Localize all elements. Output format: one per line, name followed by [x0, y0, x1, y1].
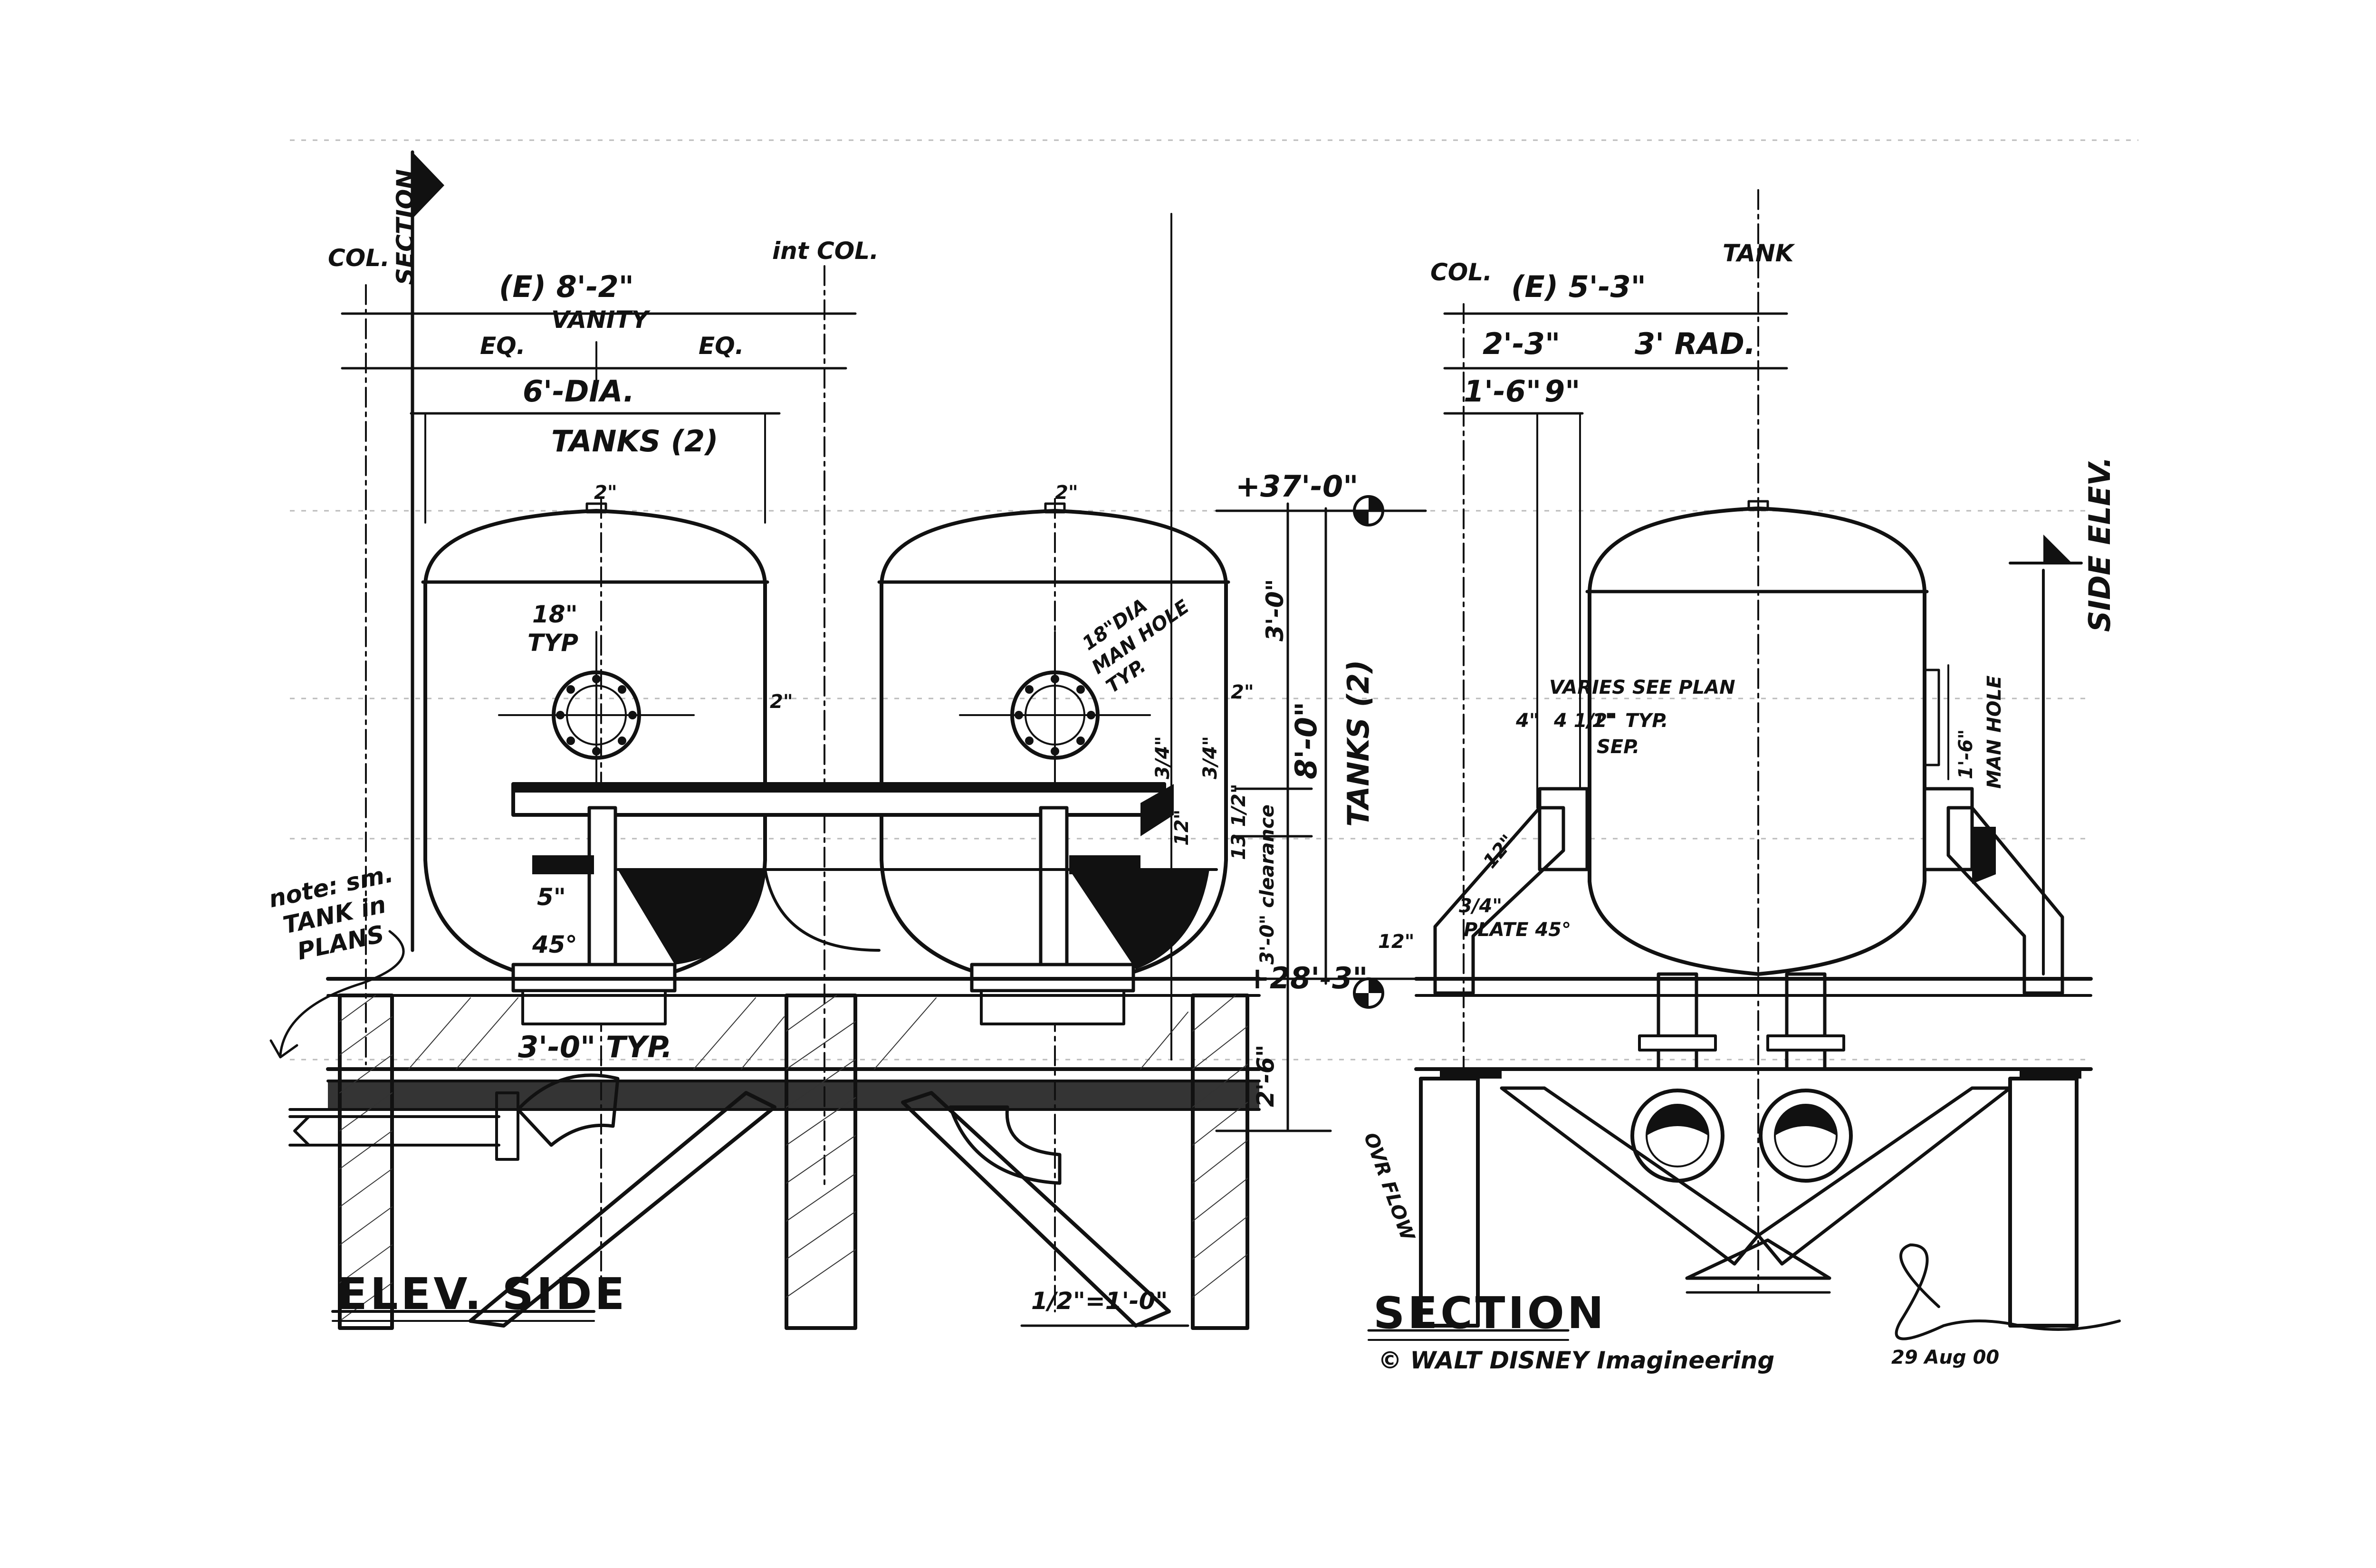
dim-4-5: 4 1/2" [1553, 710, 1617, 732]
section-x-brace [1500, 1086, 2012, 1294]
manhole-right [959, 631, 1151, 799]
tank-right [877, 502, 1230, 988]
side-elev-marker [2009, 535, 2083, 975]
label-typ-right: TYP. [1625, 710, 1668, 732]
dim-3-rad: 3' RAD. [1635, 326, 1755, 361]
label-clearance: 3'-0" clearance [1256, 804, 1278, 965]
nozzle-side-right: 2" [1231, 681, 1254, 703]
label-manhole: MAN HOLE [1983, 676, 2005, 789]
dim-9: 9" [1544, 374, 1580, 409]
center-dimension-labels: +37'-0" +28'-3" 3'-0" 8'-0" TANKS (2) 3/… [1152, 469, 1376, 1107]
label-typ: TYP [527, 629, 578, 657]
dim-2-6: 2'-6" [1252, 1044, 1279, 1107]
label-varies: VARIES SEE PLAN [1549, 677, 1735, 698]
dim-1-6-manhole: 1'-6" [1955, 729, 1977, 779]
dim-vanity: (E) 8'-2" [499, 269, 634, 304]
view-title-section: SECTION [1373, 1288, 1607, 1339]
dim-3-4-b: 3/4" [1199, 736, 1221, 779]
dim-tank-diameter: 6'-DIA. [523, 374, 634, 409]
section-beam [1414, 977, 2093, 1079]
note-arrow [279, 930, 405, 1056]
label-col-left: COL. [328, 244, 390, 272]
dim-3-4-right: 3/4" [1459, 895, 1502, 917]
left-elevation-view [269, 150, 1261, 1330]
nozzle-side-left: 2" [770, 691, 793, 713]
pipe-elbows [288, 1073, 1062, 1185]
diagonal-braces [469, 1091, 1171, 1328]
support-columns [338, 994, 1249, 1330]
dim-13-5: 13 1/2" [1228, 784, 1250, 860]
dim-1: 1" [1592, 710, 1615, 732]
label-plate: PLATE 45° [1464, 919, 1571, 941]
label-eq-right: EQ. [699, 332, 744, 360]
dim-overall: (E) 5'-3" [1511, 269, 1646, 304]
section-pipes [1630, 972, 1853, 1183]
dim-3-0-typ: 3'-0" TYP. [518, 1030, 672, 1064]
dim-3-0: 3'-0" [1261, 579, 1289, 641]
label-int-col: int COL. [772, 237, 879, 265]
scale-label: 1/2"=1'-0" [1031, 1287, 1168, 1315]
view-title-elev-side: ELEV. SIDE [337, 1269, 627, 1319]
dim-flange-18: 18" [532, 601, 578, 628]
label-tanks: TANKS (2) [551, 424, 718, 459]
nozzle-top-right: 2" [1055, 482, 1078, 504]
label-side-elev: SIDE ELEV. [2082, 457, 2117, 632]
dim-45: 45° [532, 931, 577, 958]
elevation-top: +37'-0" [1236, 469, 1358, 504]
nozzle-top-left: 2" [594, 482, 617, 504]
label-col-right: COL. [1430, 258, 1492, 286]
section-stands [1433, 787, 2064, 995]
label-eq-left: EQ. [480, 332, 526, 360]
center-dimensions [1215, 495, 1427, 1132]
left-view-labels: COL. SECTION int COL. (E) 8'-2" VANITY E… [266, 169, 1254, 1319]
dim-8-0: 8'-0" [1289, 702, 1323, 779]
right-section-view [1367, 189, 2121, 1341]
label-sep: SEP. [1597, 736, 1639, 758]
label-tanks-2: TANKS (2) [1341, 660, 1376, 827]
manhole-left [498, 631, 695, 799]
dim-1-6: 1'-6" [1464, 374, 1541, 409]
dim-5: 5" [537, 883, 566, 911]
dim-12: 12" [1171, 809, 1193, 846]
signature [1895, 1243, 2121, 1340]
section-marker-flag [411, 150, 444, 952]
credit: © WALT DISNEY Imagineering [1378, 1347, 1774, 1374]
label-vanity: VANITY [551, 306, 651, 334]
label-tank: TANK [1723, 239, 1795, 267]
dim-2-3: 2'-3" [1483, 326, 1560, 361]
date: 29 Aug 00 [1891, 1347, 1999, 1368]
dim-12-b: 12" [1378, 931, 1415, 953]
elevation-platform: +28'-3" [1245, 961, 1368, 995]
hatching [339, 995, 1248, 1321]
label-section-marker: SECTION [392, 169, 419, 285]
dim-4: 4" [1515, 710, 1539, 732]
dim-3-4-a: 3/4" [1152, 736, 1174, 779]
